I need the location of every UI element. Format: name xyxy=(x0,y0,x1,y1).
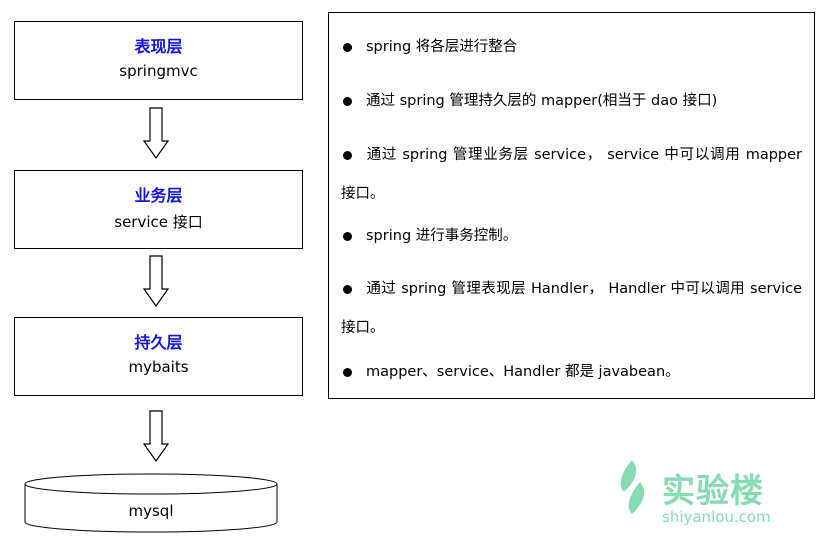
down-arrow-icon xyxy=(143,107,169,159)
layer-subtitle: springmvc xyxy=(119,62,198,80)
bullet-item: mapper、service、Handler 都是 javabean。 xyxy=(341,353,802,392)
bullet-item: 通过 spring 管理表现层 Handler， Handler 中可以调用 s… xyxy=(341,270,802,348)
bullet-item: 通过 spring 管理业务层 service， service 中可以调用 m… xyxy=(341,136,802,214)
persistence-layer-box: 持久层 mybaits xyxy=(14,317,303,396)
logo-domain: shiyanlou.com xyxy=(662,508,771,526)
down-arrow-icon xyxy=(143,410,169,462)
bullet-icon xyxy=(343,96,352,106)
bullet-item: spring 将各层进行整合 xyxy=(341,28,802,67)
bullet-text: spring 将各层进行整合 xyxy=(366,39,518,55)
bullet-item: 通过 spring 管理持久层的 mapper(相当于 dao 接口) xyxy=(341,82,802,121)
logo-name: 实验楼 xyxy=(662,471,764,510)
bullet-icon xyxy=(343,150,352,160)
layer-subtitle: service 接口 xyxy=(114,213,203,231)
database-label: mysql xyxy=(128,502,174,520)
leaf-logo-icon xyxy=(620,460,645,514)
bullet-icon xyxy=(343,284,352,294)
bullet-item: spring 进行事务控制。 xyxy=(341,217,802,256)
description-panel: spring 将各层进行整合 通过 spring 管理持久层的 mapper(相… xyxy=(328,12,815,399)
bullet-text: 通过 spring 管理持久层的 mapper(相当于 dao 接口) xyxy=(366,93,718,109)
bullet-icon xyxy=(343,42,352,52)
layer-title: 持久层 xyxy=(134,333,183,352)
bullet-text: 通过 spring 管理表现层 Handler， Handler 中可以调用 s… xyxy=(341,281,802,336)
service-layer-box: 业务层 service 接口 xyxy=(14,170,303,249)
layer-title: 表现层 xyxy=(134,37,183,56)
bullet-text: spring 进行事务控制。 xyxy=(366,228,518,244)
bullet-text: 通过 spring 管理业务层 service， service 中可以调用 m… xyxy=(341,147,802,202)
bullet-icon xyxy=(343,367,352,377)
bullet-text: mapper、service、Handler 都是 javabean。 xyxy=(366,364,680,380)
bullet-icon xyxy=(343,231,352,241)
database-cylinder-icon xyxy=(24,473,278,533)
presentation-layer-box: 表现层 springmvc xyxy=(14,21,303,100)
down-arrow-icon xyxy=(143,255,169,307)
layer-title: 业务层 xyxy=(134,186,183,205)
layer-subtitle: mybaits xyxy=(128,358,189,376)
